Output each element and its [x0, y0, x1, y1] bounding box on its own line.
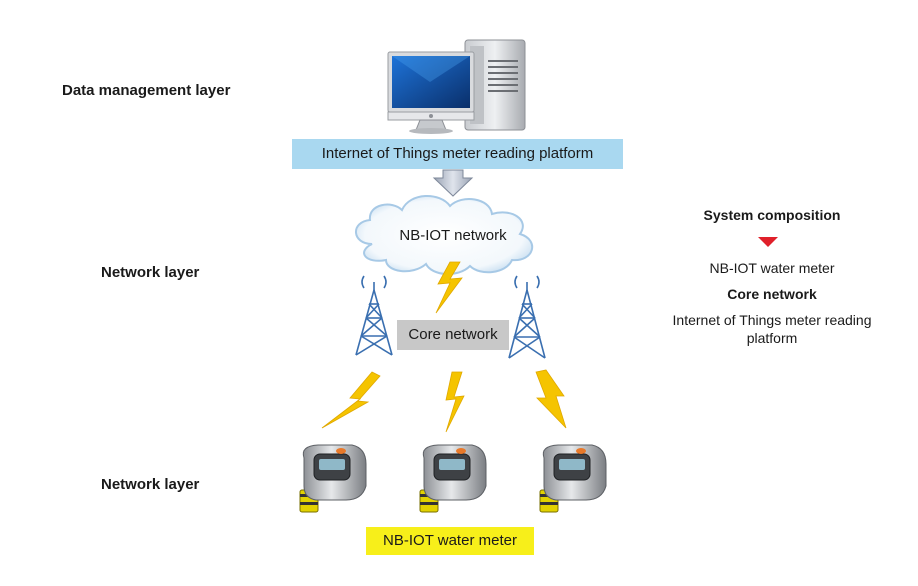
composition-item: Internet of Things meter reading platfor…	[672, 312, 872, 346]
meter-label-box: NB-IOT water meter	[366, 527, 534, 555]
triangle-marker-icon	[758, 237, 778, 247]
water-meter-icon	[299, 444, 367, 513]
composition-item: Core network	[727, 286, 817, 302]
composition-title: System composition	[703, 207, 841, 223]
layer-label-data-management: Data management layer	[62, 82, 231, 99]
composition-item: NB-IOT water meter	[709, 260, 835, 276]
water-meter-icon	[539, 444, 607, 513]
arrow-down-icon	[432, 169, 474, 197]
platform-label-box: Internet of Things meter reading platfor…	[292, 139, 623, 169]
tower-icon	[508, 275, 546, 359]
lightning-icon	[535, 369, 567, 429]
lightning-icon	[321, 371, 381, 429]
water-meter-icon	[419, 444, 487, 513]
tower-icon	[355, 275, 393, 356]
layer-label-network: Network layer	[101, 476, 200, 493]
core-network-label-box: Core network	[397, 320, 509, 350]
lightning-icon	[445, 371, 465, 433]
computer-icon	[387, 39, 526, 134]
cloud-icon	[355, 194, 534, 275]
layer-label-network: Network layer	[101, 264, 200, 281]
cloud-label: NB-IOT network	[399, 227, 507, 244]
lightning-icon	[435, 261, 463, 314]
